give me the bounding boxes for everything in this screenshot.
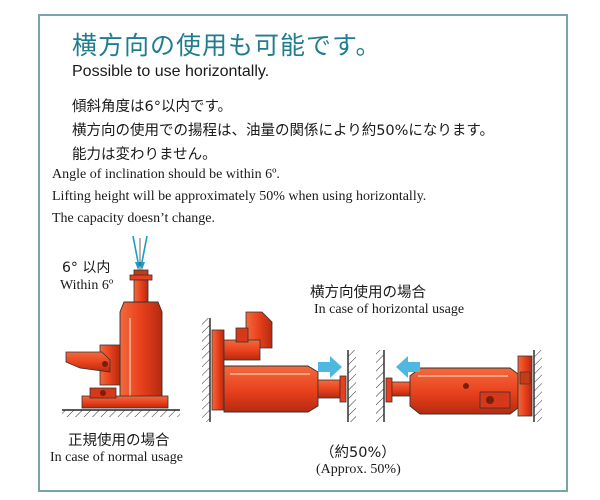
note-jp-2: 横方向の使用での揚程は、油量の関係により約50%になります。 — [72, 123, 494, 139]
normal-label-en: In case of normal usage — [50, 450, 183, 465]
percent-label-jp: （約50%） — [320, 445, 396, 461]
angle-arrows-icon — [132, 235, 148, 270]
note-en-3: The capacity doesn’t change. — [52, 211, 216, 226]
vertical-jack — [62, 235, 180, 417]
horizontal-jack-right — [376, 350, 542, 422]
panel-frame — [38, 14, 568, 492]
angle-label-jp: 6° 以内 — [62, 260, 111, 276]
horizontal-label-en: In case of horizontal usage — [314, 302, 465, 317]
normal-label-jp: 正規使用の場合 — [68, 433, 170, 449]
note-en-2: Lifting height will be approximately 50%… — [52, 189, 427, 204]
horizontal-label-jp: 横方向使用の場合 — [310, 285, 426, 301]
arrow-right-icon — [318, 356, 342, 378]
note-en-1: Angle of inclination should be within 6º… — [52, 167, 280, 182]
title-en: Possible to use horizontally. — [72, 63, 270, 80]
arrow-left-icon — [396, 356, 420, 378]
title-jp: 横方向の使用も可能です。 — [72, 31, 382, 60]
horizontal-jack-left — [202, 311, 356, 422]
percent-label-en: (Approx. 50%) — [316, 462, 401, 477]
angle-label-en: Within 6º — [60, 278, 114, 293]
note-jp-1: 傾斜角度は6°以内です。 — [72, 99, 233, 115]
note-jp-3: 能力は変わりません。 — [72, 147, 217, 163]
